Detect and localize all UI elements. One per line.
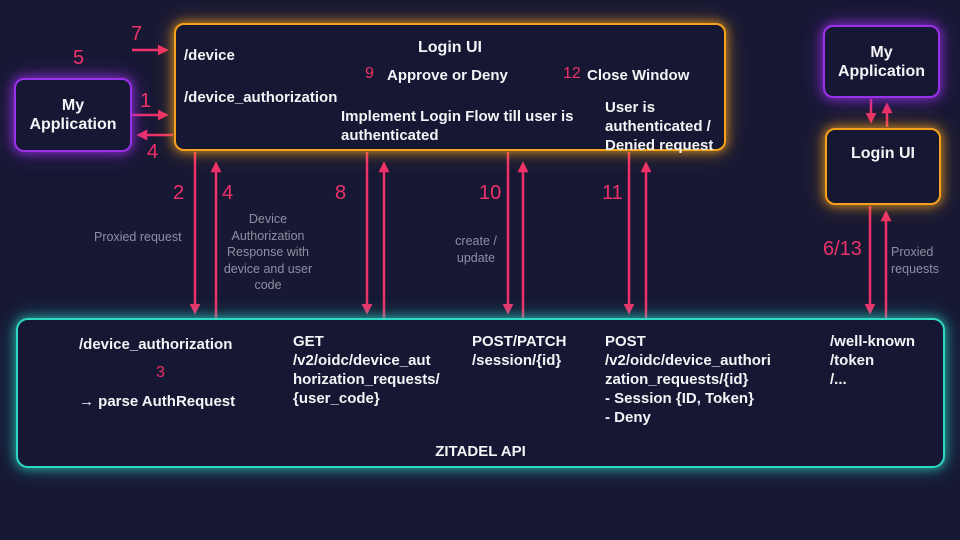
zitadel-device-authorization-endpoint: /device_authorization [79,336,233,353]
parse-authrequest-action: → parse AuthRequest [79,393,236,410]
right-login-ui-label: Login UI [851,145,915,162]
step-4-return-label: 4 [147,141,159,163]
zitadel-api-box: /device_authorization 3 → parse AuthRequ… [16,318,945,468]
implement-login-flow-text: Implement Login Flow till user is authen… [341,108,574,144]
device-endpoint-label: /device [184,47,235,64]
left-my-application-label: My Application [29,97,117,133]
create-update-annotation: create / update [455,234,497,265]
step-11-label: 11 [602,182,623,204]
step-8-label: 8 [335,182,347,204]
get-device-authorization-request: GET /v2/oidc/device_aut horization_reque… [293,333,440,407]
right-login-ui-box: Login UI [825,128,941,205]
login-ui-box: Login UI /device /device_authorization 9… [174,23,726,154]
proxied-request-annotation: Proxied request [94,230,182,244]
step-2-label: 2 [173,182,185,204]
right-my-application-label: My Application [837,43,926,80]
device-authorization-response-annotation: Device Authorization Response with devic… [223,212,313,292]
step-5-label: 5 [73,47,85,69]
device-authorization-endpoint-label: /device_authorization [184,89,338,106]
proxied-requests-annotation: Proxied requests [891,245,939,276]
step-9-approve-or-deny: Approve or Deny [387,67,508,84]
post-patch-session-endpoint: POST/PATCH /session/{id} [472,333,567,369]
step-6-13-label: 6/13 [823,238,862,260]
step-12-number: 12 [563,65,581,82]
user-authenticated-text: User is authenticated / Denied request [605,99,714,154]
step-3-number: 3 [156,364,165,381]
wellknown-token-endpoints: /well-known /token /... [830,333,916,388]
post-device-authorization-request: POST /v2/oidc/device_authori zation_requ… [605,333,771,426]
step-1-label: 1 [140,90,152,112]
right-my-application-box: My Application [823,25,940,98]
zitadel-api-title: ZITADEL API [435,443,526,460]
step-7-label: 7 [131,23,143,45]
step-9-number: 9 [365,65,374,82]
login-ui-title: Login UI [418,39,482,56]
step-12-close-window: Close Window [587,67,690,84]
step-4-up-label: 4 [222,182,234,204]
step-10-label: 10 [479,182,502,204]
left-my-application-box: My Application [14,78,132,152]
